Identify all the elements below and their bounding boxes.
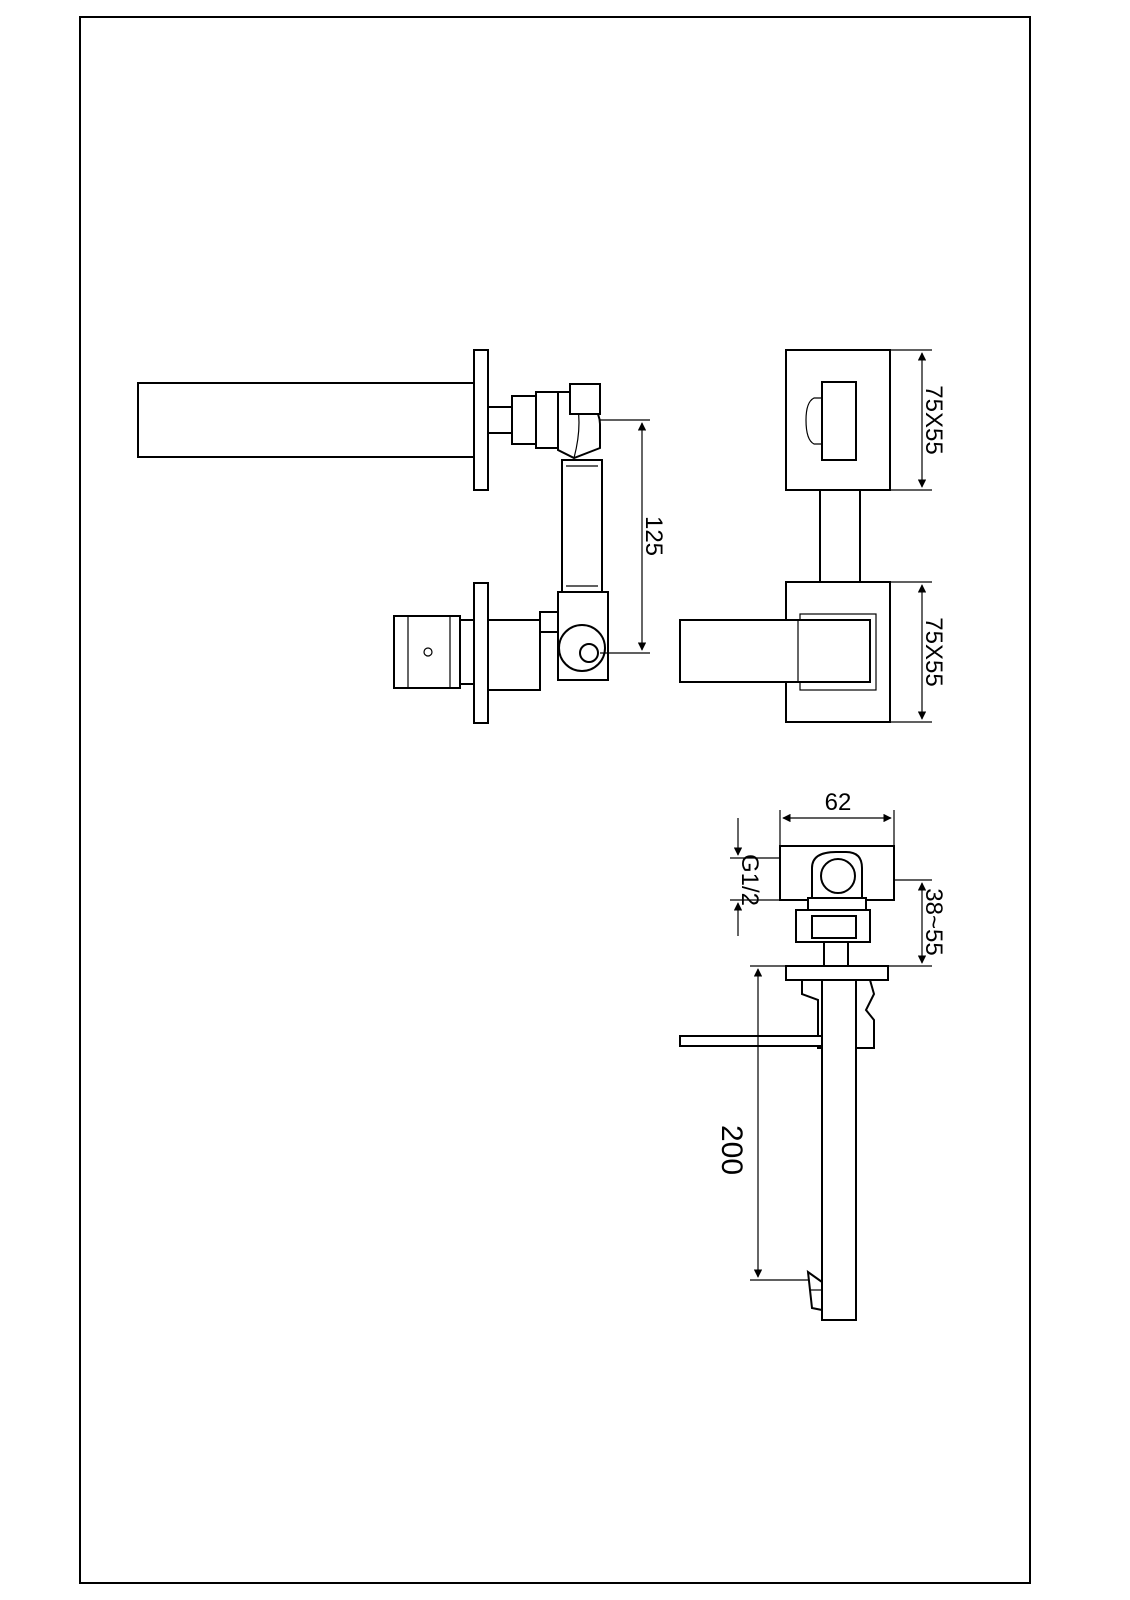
upper-connector-nut bbox=[511, 395, 537, 445]
vertical-pipe bbox=[561, 459, 603, 593]
front-view: 75X55 75X55 bbox=[679, 349, 947, 723]
plan-wall-plate bbox=[785, 965, 889, 981]
dim-200-label: 200 bbox=[715, 1125, 748, 1175]
upper-connector-stem bbox=[487, 406, 513, 434]
handle-screw bbox=[423, 647, 433, 657]
dim-upper-label: 75X55 bbox=[920, 385, 947, 454]
lower-wall-plate bbox=[473, 582, 489, 724]
side-view: 125 bbox=[137, 349, 667, 724]
front-pipe bbox=[819, 489, 861, 583]
dim-62-label: 62 bbox=[825, 789, 852, 816]
upper-wall-plate bbox=[473, 349, 489, 491]
plan-valve-circle bbox=[820, 858, 856, 894]
spout-body bbox=[137, 382, 475, 458]
plan-view: 62 G1/2 38~55 200 bbox=[679, 789, 947, 1321]
front-handle bbox=[679, 619, 871, 683]
plan-spout bbox=[821, 979, 857, 1321]
sheet-border bbox=[79, 16, 1031, 1584]
dim-125-label: 125 bbox=[640, 516, 667, 556]
dim-depth-label: 38~55 bbox=[920, 888, 947, 955]
front-upper-plate bbox=[785, 349, 891, 491]
upper-connector-nut-2 bbox=[535, 391, 559, 449]
dim-thread-label: G1/2 bbox=[736, 854, 763, 906]
valve-port-inner bbox=[579, 643, 599, 663]
dim-lower-label: 75X55 bbox=[920, 617, 947, 686]
